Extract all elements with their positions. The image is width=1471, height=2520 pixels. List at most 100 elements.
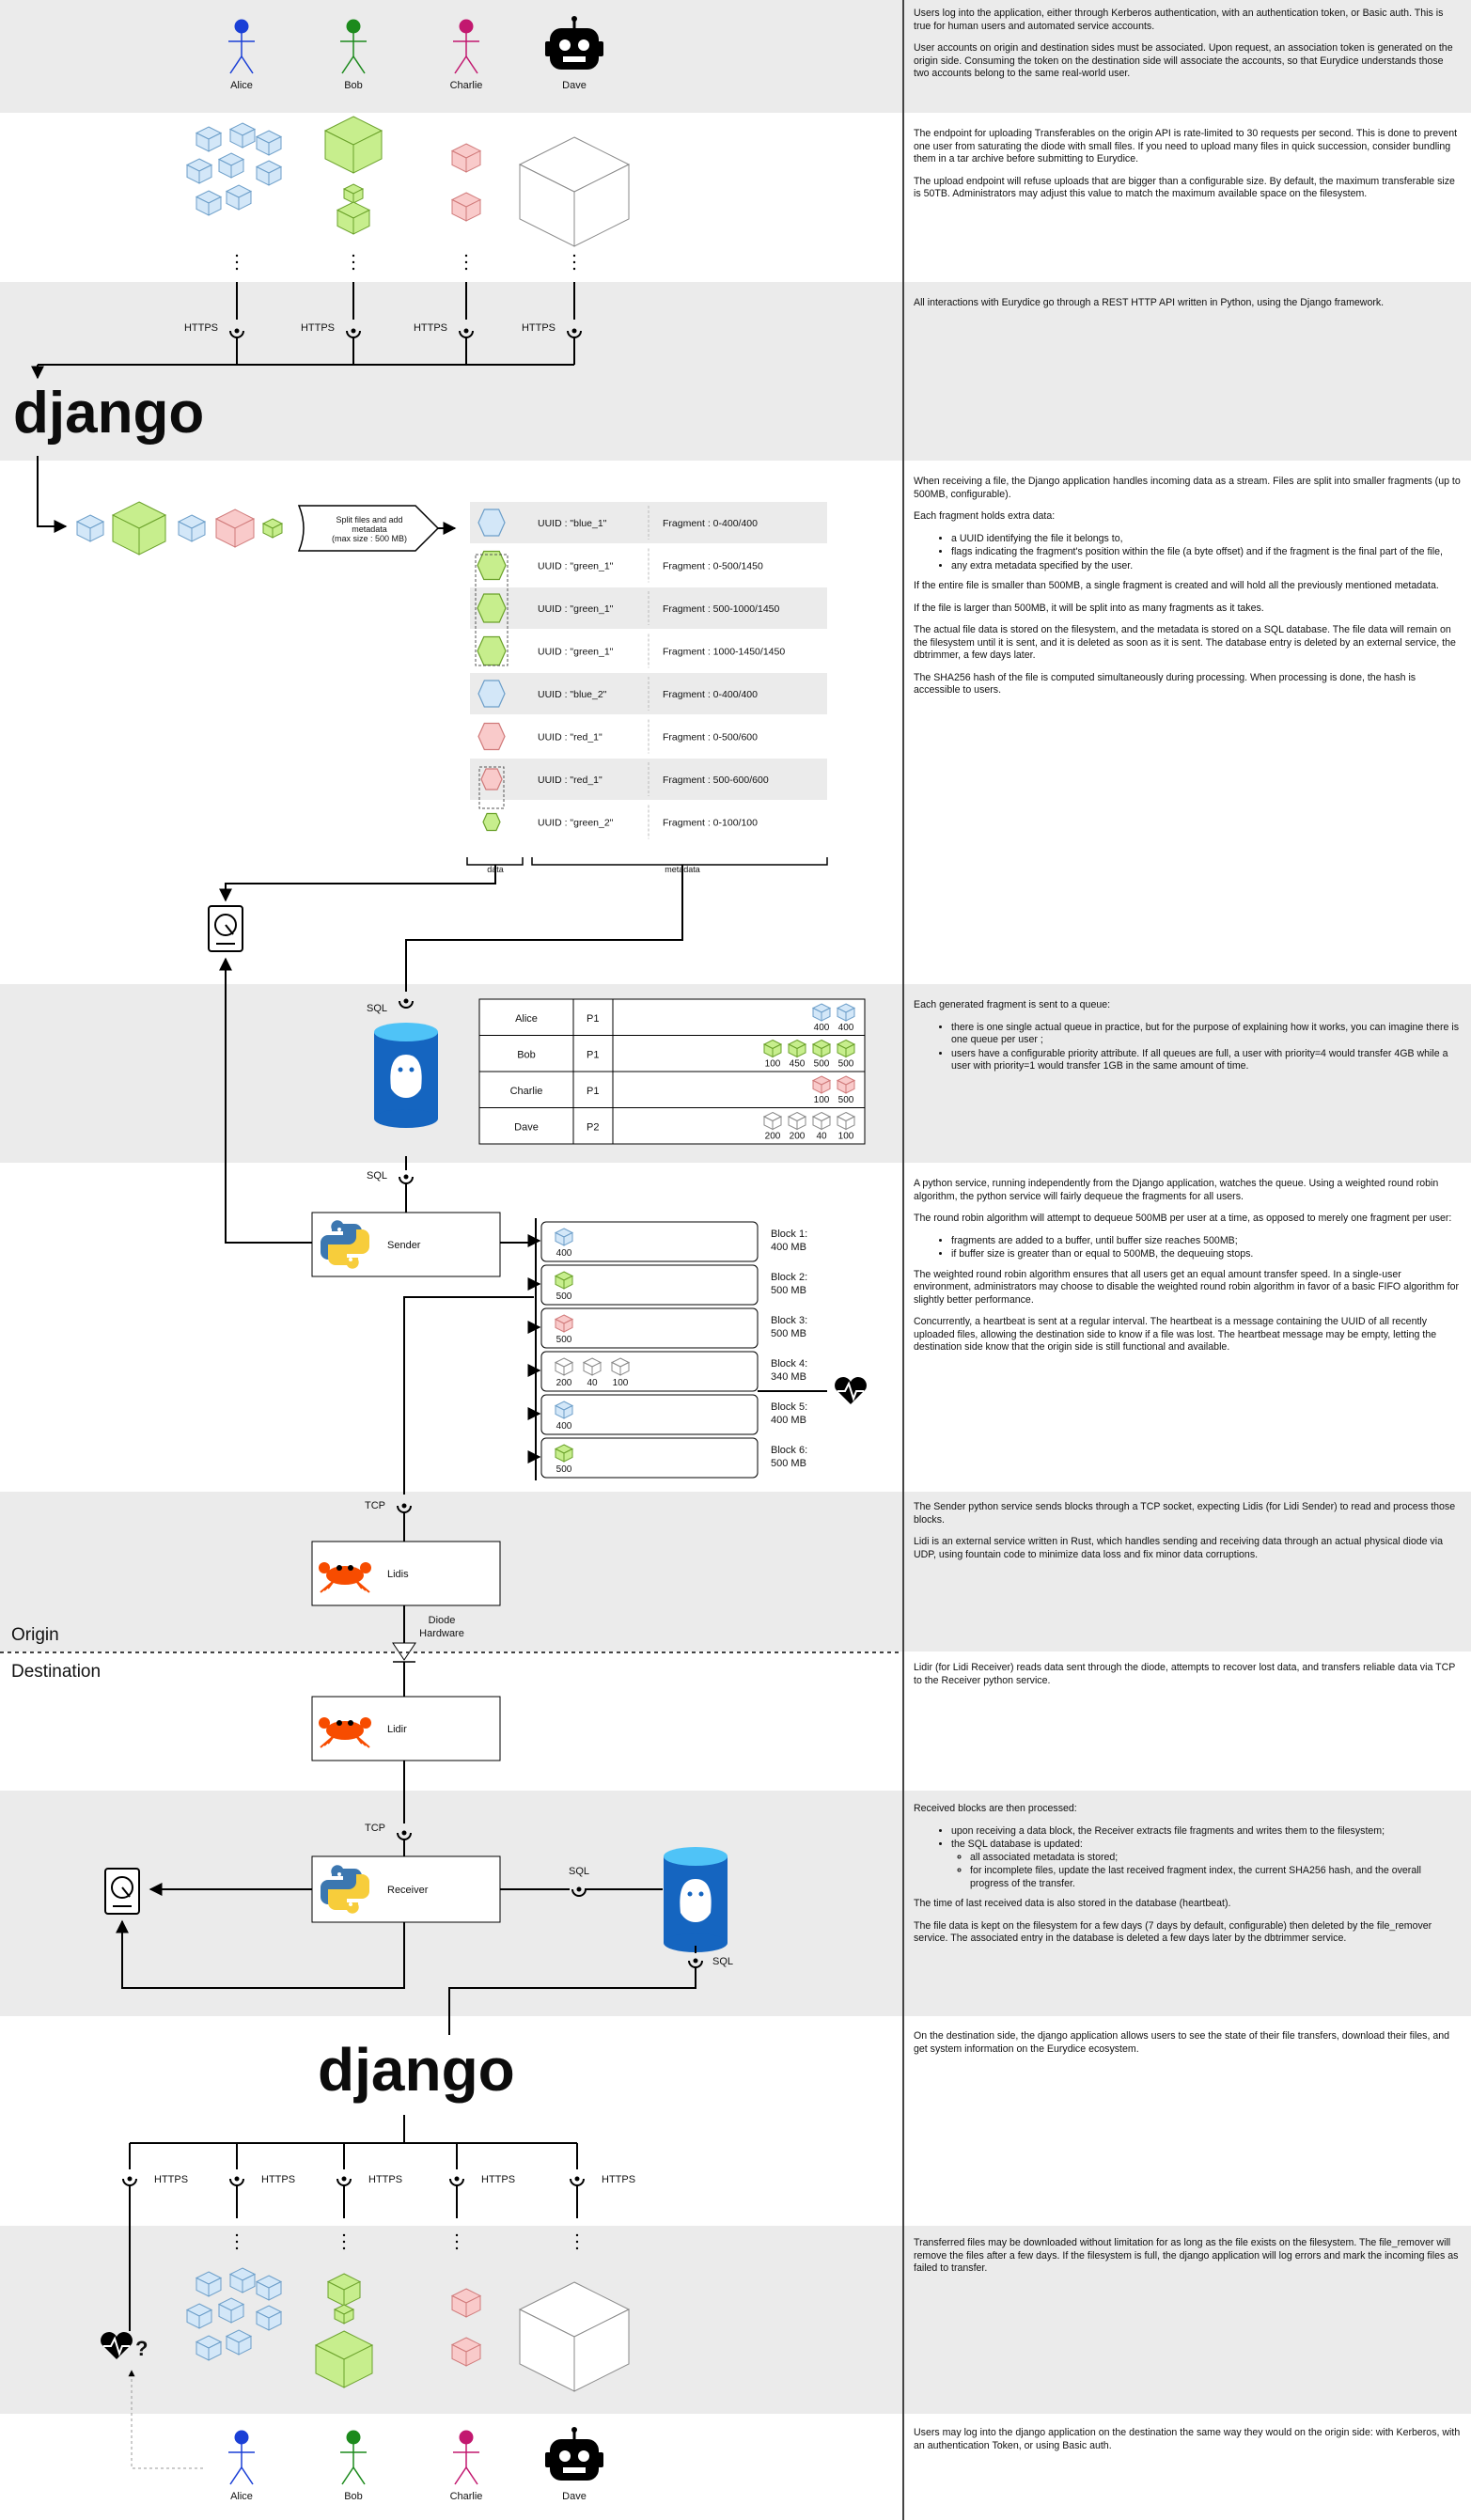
ellipsis-dot: [342, 2246, 346, 2250]
file-gray-large-icon: [518, 2281, 631, 2392]
database-destination-icon: [664, 1847, 728, 1952]
file-blue-icon: [225, 184, 253, 211]
queue-user: Dave: [514, 1122, 539, 1134]
description-block: Each generated fragment is sent to a que…: [914, 999, 1461, 1081]
sql-socket-icon: [688, 1958, 703, 1968]
queue-item-size: 100: [838, 1132, 854, 1142]
fragment-range: Fragment : 500-600/600: [663, 775, 769, 786]
ellipsis-dot: [352, 267, 355, 271]
diode-icon: [392, 1642, 416, 1661]
description-paragraph: Received blocks are then processed:: [914, 1803, 1077, 1814]
sql-socket-icon: [571, 1886, 587, 1897]
block-box: [540, 1307, 759, 1349]
sql-label: SQL: [367, 1003, 387, 1014]
user-bob-icon: [340, 19, 367, 74]
hard-drive-origin-icon: [208, 905, 243, 952]
database-origin-icon: [374, 1023, 438, 1128]
queue-priority: P1: [587, 1013, 599, 1025]
description-list-item: users have a configurable priority attri…: [951, 1048, 1461, 1073]
queue-user: Charlie: [510, 1086, 543, 1097]
block-item-size: 100: [613, 1378, 629, 1388]
queue-item-red-icon: [811, 1075, 832, 1094]
description-paragraph: The upload endpoint will refuse uploads …: [914, 175, 1455, 200]
queue-item-size: 200: [790, 1132, 806, 1142]
rust-lidis-icon: [319, 1562, 371, 1593]
ellipsis-dot: [235, 2233, 239, 2237]
description-list-item: fragments are added to a buffer, until b…: [951, 1235, 1461, 1248]
file-green-small-icon: [342, 183, 365, 204]
description-sublist: all associated metadata is stored;for in…: [951, 1852, 1461, 1891]
queue-item-gray-icon: [836, 1111, 856, 1131]
tcp-socket-icon: [397, 1830, 412, 1840]
queue-item-size: 500: [838, 1095, 854, 1105]
block-item-size: 500: [556, 1335, 572, 1345]
https-label: HTTPS: [154, 2174, 188, 2185]
sql-label: SQL: [712, 1956, 733, 1967]
split-process-shape: [297, 505, 440, 552]
user-charlie-icon: [453, 2430, 479, 2485]
file-blue-icon: [195, 2335, 223, 2361]
description-list: fragments are added to a buffer, until b…: [914, 1235, 1461, 1261]
description-block: Transferred files may be downloaded with…: [914, 2237, 1461, 2285]
user-alice-icon: [228, 2430, 255, 2485]
file-blue-icon: [75, 514, 105, 542]
ellipsis-dot: [572, 267, 576, 271]
arrow-to-db: [405, 865, 683, 992]
queue-item-size: 400: [814, 1023, 830, 1033]
file-red-icon: [214, 509, 256, 548]
fragment-range: Fragment : 0-500/600: [663, 732, 758, 743]
queue-item-size: 40: [816, 1132, 827, 1142]
https-socket-icon: [459, 328, 474, 338]
description-list-item: there is one single actual queue in prac…: [951, 1022, 1461, 1047]
queue-item-blue-icon: [836, 1003, 856, 1022]
ellipsis-dot: [235, 2246, 239, 2250]
block-item-gray-icon: [554, 1357, 574, 1376]
block-label: Block 5:: [771, 1401, 807, 1413]
connector: [448, 1966, 696, 2035]
block-label: Block 6:: [771, 1445, 807, 1456]
ellipsis-dot: [235, 260, 239, 264]
heartbeat-question: ?: [135, 2337, 148, 2360]
sql-socket-icon: [399, 998, 414, 1009]
queue-item-green-icon: [787, 1039, 807, 1058]
description-block: The endpoint for uploading Transferables…: [914, 128, 1461, 211]
description-paragraph: A python service, running independently …: [914, 1178, 1439, 1202]
https-label: HTTPS: [481, 2174, 515, 2185]
block-box: [540, 1437, 759, 1479]
block-item-gray-icon: [610, 1357, 631, 1376]
user-name: Bob: [344, 80, 363, 91]
block-label: Block 3:: [771, 1315, 807, 1326]
description-paragraph: The endpoint for uploading Transferables…: [914, 128, 1458, 164]
user-bob-icon: [340, 2430, 367, 2485]
band-auth: [0, 0, 1471, 113]
https-socket-icon: [346, 328, 361, 338]
description-sublist-item: all associated metadata is stored;: [970, 1852, 1461, 1865]
service-label: Lidir: [387, 1724, 407, 1735]
ellipsis-dot: [455, 2240, 459, 2244]
queue-item-gray-icon: [787, 1111, 807, 1131]
fragment-red-icon: [480, 768, 503, 790]
queue-item-blue-icon: [811, 1003, 832, 1022]
https-socket-icon: [567, 328, 582, 338]
origin-label: Origin: [11, 1625, 59, 1645]
sql-socket-icon: [399, 1174, 414, 1184]
fragment-uuid: UUID : "green_1": [538, 603, 614, 615]
queue-item-size: 500: [838, 1059, 854, 1070]
https-label: HTTPS: [368, 2174, 402, 2185]
queue-priority: P1: [587, 1086, 599, 1097]
https-label: HTTPS: [301, 322, 335, 334]
ellipsis-dot: [455, 2246, 459, 2250]
queue-item-green-icon: [762, 1039, 783, 1058]
file-green-large-icon: [314, 2330, 374, 2388]
arrow-sender-to-disk: [219, 957, 312, 1244]
ellipsis-dot: [575, 2246, 579, 2250]
fragment-uuid: UUID : "blue_2": [538, 689, 607, 700]
block-item-green-icon: [554, 1444, 574, 1463]
split-label: metadata: [352, 524, 387, 534]
band-download: [0, 2226, 1471, 2414]
file-blue-icon: [228, 122, 257, 149]
fragment-uuid: UUID : "blue_1": [538, 518, 607, 529]
band-api: [0, 282, 1471, 461]
tcp-label: TCP: [365, 1823, 385, 1834]
https-label: HTTPS: [522, 322, 556, 334]
